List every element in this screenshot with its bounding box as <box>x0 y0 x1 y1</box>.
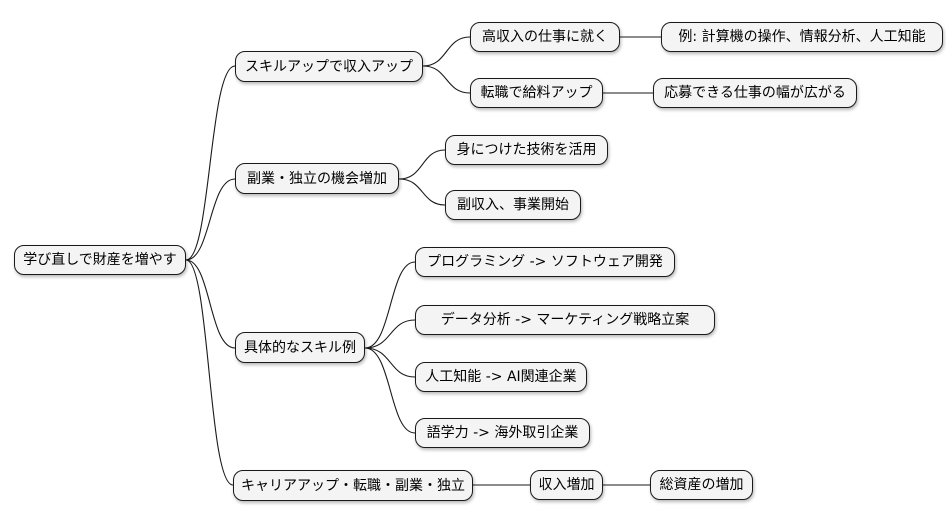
node-high-income-job: 高収入の仕事に就く <box>470 22 620 52</box>
edge-root-skillup <box>185 65 236 261</box>
node-example-skills: 例: 計算機の操作、情報分析、人工知能 <box>661 22 943 52</box>
edge-root-skillexamples <box>185 259 236 349</box>
node-branch-skillup: スキルアップで収入アップ <box>235 51 423 82</box>
edge-skillup-highincome <box>422 36 471 67</box>
node-job-change: 転職で給料アップ <box>470 78 603 108</box>
edge-root-sidebusiness <box>185 178 236 261</box>
edge-skillexamples-dataanalysis <box>364 319 416 349</box>
node-total-assets: 総資産の増加 <box>650 470 753 500</box>
node-branch-careerup: キャリアアップ・転職・副業・独立 <box>233 470 473 501</box>
node-data-analysis: データ分析 -> マーケティング戦略立案 <box>415 305 715 335</box>
node-income-increase: 収入増加 <box>530 470 603 500</box>
node-branch-skillexamples: 具体的なスキル例 <box>235 332 365 363</box>
node-side-income: 副収入、事業開始 <box>445 190 581 220</box>
edge-sidebusiness-useskills <box>398 149 446 180</box>
node-root: 学び直しで財産を増やす <box>14 245 186 275</box>
edge-sidebusiness-sideincome <box>398 178 446 206</box>
node-language: 語学力 -> 海外取引企業 <box>415 418 590 448</box>
node-use-skills: 身につけた技術を活用 <box>445 135 608 165</box>
edge-skillexamples-language <box>364 347 416 434</box>
node-ai: 人工知能 -> AI関連企業 <box>415 362 587 392</box>
edge-skillexamples-ai <box>364 347 416 378</box>
edge-skillexamples-programming <box>364 261 416 349</box>
node-wider-applications: 応募できる仕事の幅が広がる <box>653 78 857 108</box>
edge-skillup-jobchange <box>422 65 471 94</box>
node-branch-sidebusiness: 副業・独立の機会増加 <box>235 163 399 194</box>
edge-root-careerup <box>185 259 234 486</box>
node-programming: プログラミング -> ソフトウェア開発 <box>415 247 675 277</box>
